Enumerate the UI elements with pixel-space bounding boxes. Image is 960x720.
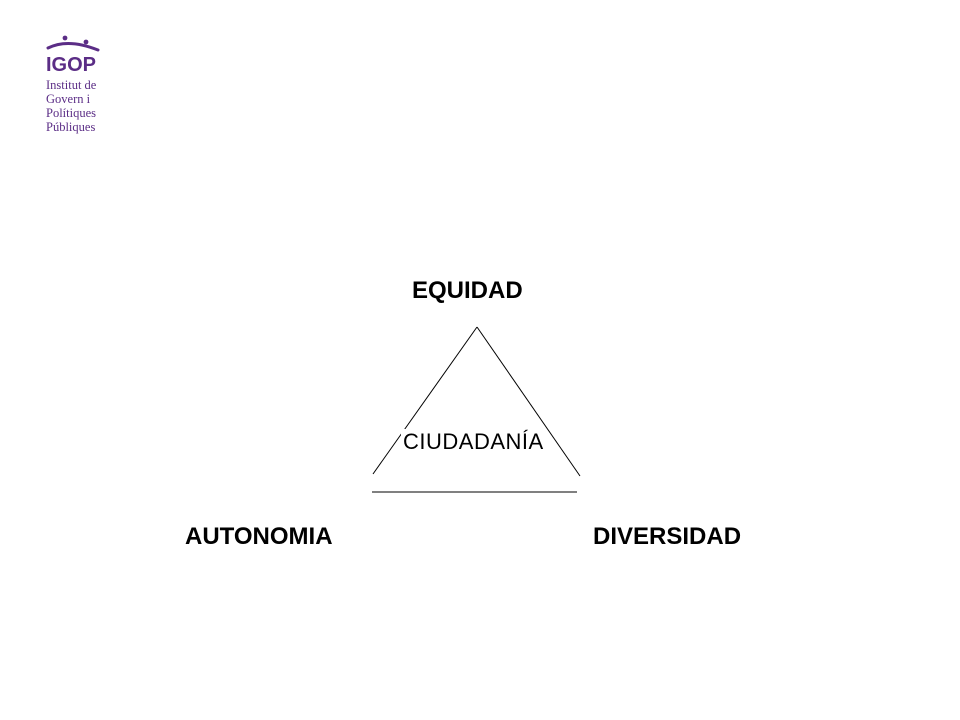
center-label-ciudadania: CIUDADANÍA <box>401 429 546 455</box>
triangle-edge-left <box>372 326 478 475</box>
vertex-label-equidad: EQUIDAD <box>412 277 523 304</box>
vertex-label-autonomia: AUTONOMIA <box>185 523 333 550</box>
logo-line-1: Institut de <box>46 78 97 92</box>
vertex-label-diversidad: DIVERSIDAD <box>593 523 742 550</box>
logo-line-3: Polítiques <box>46 106 97 120</box>
triangle-edge-right <box>476 326 581 477</box>
igop-logo: IGOP Institut de Govern i Polítiques Púb… <box>40 34 120 134</box>
logo-institution-name: Institut de Govern i Polítiques Públique… <box>46 78 96 134</box>
logo-acronym: IGOP <box>46 54 97 76</box>
logo-line-4: Públiques <box>46 120 96 134</box>
logo-line-2: Govern i <box>46 92 91 106</box>
igop-logo-mark-icon <box>46 35 100 52</box>
